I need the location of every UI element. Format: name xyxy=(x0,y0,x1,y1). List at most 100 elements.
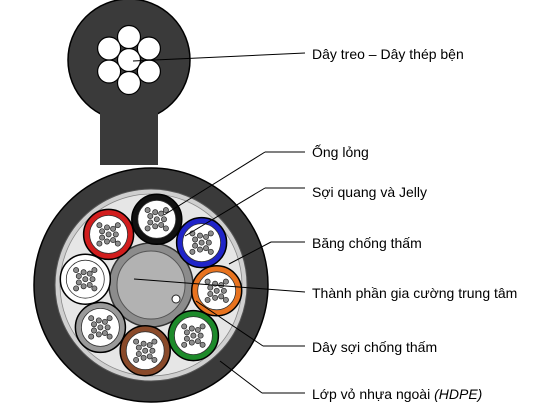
optical-fiber xyxy=(204,296,211,303)
optical-fiber xyxy=(89,276,96,283)
optical-fiber xyxy=(222,278,229,285)
optical-fiber xyxy=(101,318,108,325)
loose-tube-gray xyxy=(74,301,127,354)
loose-tube-orange xyxy=(190,265,243,317)
optical-fiber xyxy=(197,246,203,253)
optical-fiber xyxy=(112,231,119,238)
optical-fiber xyxy=(197,232,203,239)
optical-fiber xyxy=(161,216,167,223)
optical-fiber xyxy=(207,248,214,255)
optical-fiber xyxy=(213,287,220,294)
optical-fiber xyxy=(99,228,106,235)
optical-fiber xyxy=(91,285,98,292)
leader-messenger xyxy=(132,52,306,62)
steel-wire xyxy=(96,59,122,84)
optical-fiber xyxy=(190,332,197,339)
optical-fiber xyxy=(95,331,102,338)
optical-fiber xyxy=(135,344,142,351)
optical-fiber xyxy=(80,283,87,290)
optical-fiber xyxy=(192,242,199,249)
optical-fiber xyxy=(80,269,87,276)
loose-tube-white xyxy=(59,253,112,305)
optical-fiber xyxy=(205,239,212,246)
optical-fiber xyxy=(204,278,211,285)
optical-fiber xyxy=(162,225,169,232)
optical-fiber xyxy=(144,207,151,214)
loose-tubes xyxy=(59,193,243,377)
optical-fiber xyxy=(140,354,147,361)
steel-wire xyxy=(136,36,161,61)
optical-fiber xyxy=(75,279,82,286)
optical-fiber xyxy=(95,317,102,324)
optical-fiber xyxy=(106,315,113,322)
optical-fiber xyxy=(194,326,201,333)
label-outer-sheath: Lớp vỏ nhựa ngoài (HDPE) xyxy=(312,386,482,402)
optical-fiber xyxy=(104,324,111,331)
sheath-neck xyxy=(100,100,158,165)
central-member-core xyxy=(116,250,186,320)
label-water-yarn: Dây sợi chống thấm xyxy=(312,339,437,355)
steel-wire xyxy=(136,59,161,84)
optical-fiber xyxy=(153,216,160,223)
optical-fiber xyxy=(207,230,214,237)
optical-fiber xyxy=(162,207,169,214)
label-loose-tube: Ống lỏng xyxy=(312,143,369,160)
optical-fiber xyxy=(189,248,196,255)
optical-fiber xyxy=(86,281,93,288)
optical-fiber xyxy=(218,293,225,300)
water-blocking-yarn xyxy=(171,294,181,304)
label-messenger: Dây treo – Dây thép bện xyxy=(312,46,464,62)
optical-fiber xyxy=(183,335,190,342)
optical-fiber xyxy=(207,290,214,297)
optical-fiber xyxy=(158,221,165,228)
label-outer-sheath-material: (HDPE) xyxy=(434,386,482,402)
optical-fiber xyxy=(114,240,121,247)
optical-fiber xyxy=(194,338,201,345)
steel-wire xyxy=(116,24,142,50)
optical-fiber xyxy=(188,339,195,346)
optical-fiber xyxy=(91,321,97,328)
optical-fiber xyxy=(133,338,140,345)
label-central-member: Thành phần gia cường trung tâm xyxy=(312,285,517,301)
optical-fiber xyxy=(110,225,117,232)
optical-fiber xyxy=(110,237,117,244)
optical-fiber xyxy=(212,294,219,301)
leader-outer-sheath xyxy=(219,360,263,394)
optical-fiber xyxy=(73,285,80,292)
loose-tube-green xyxy=(167,309,220,362)
optical-fiber xyxy=(140,340,147,347)
loose-tube-brown xyxy=(119,324,171,377)
optical-fiber xyxy=(181,341,188,348)
optical-fiber xyxy=(199,341,206,348)
loose-tube-blue xyxy=(175,216,228,269)
optical-fiber xyxy=(135,350,142,357)
optical-fiber xyxy=(146,353,153,360)
optical-fiber xyxy=(96,222,103,229)
label-outer-sheath-text: Lớp vỏ nhựa ngoài xyxy=(312,386,434,402)
optical-fiber xyxy=(147,219,154,226)
optical-fiber xyxy=(151,338,158,345)
optical-fiber xyxy=(183,329,190,336)
optical-fiber xyxy=(207,284,214,291)
loose-tube-black xyxy=(131,193,183,246)
optical-fiber xyxy=(73,267,80,274)
optical-fiber xyxy=(75,273,82,280)
optical-fiber xyxy=(199,323,206,330)
optical-fiber xyxy=(96,240,103,247)
steel-wire xyxy=(96,36,122,61)
steel-wire xyxy=(116,70,142,96)
optical-fiber xyxy=(104,224,110,231)
optical-fiber xyxy=(147,213,154,220)
optical-fiber xyxy=(88,333,95,340)
optical-fiber xyxy=(133,356,140,363)
leader-lines xyxy=(132,52,306,394)
leader-loose-tube xyxy=(163,151,266,216)
optical-fiber xyxy=(181,323,188,330)
steel-wire xyxy=(116,47,142,73)
optical-fiber xyxy=(192,236,199,243)
optical-fiber xyxy=(149,347,156,354)
optical-fiber xyxy=(197,332,204,339)
leader-water-yarn xyxy=(195,300,264,347)
optical-fiber xyxy=(220,287,227,294)
optical-fiber xyxy=(97,324,104,331)
